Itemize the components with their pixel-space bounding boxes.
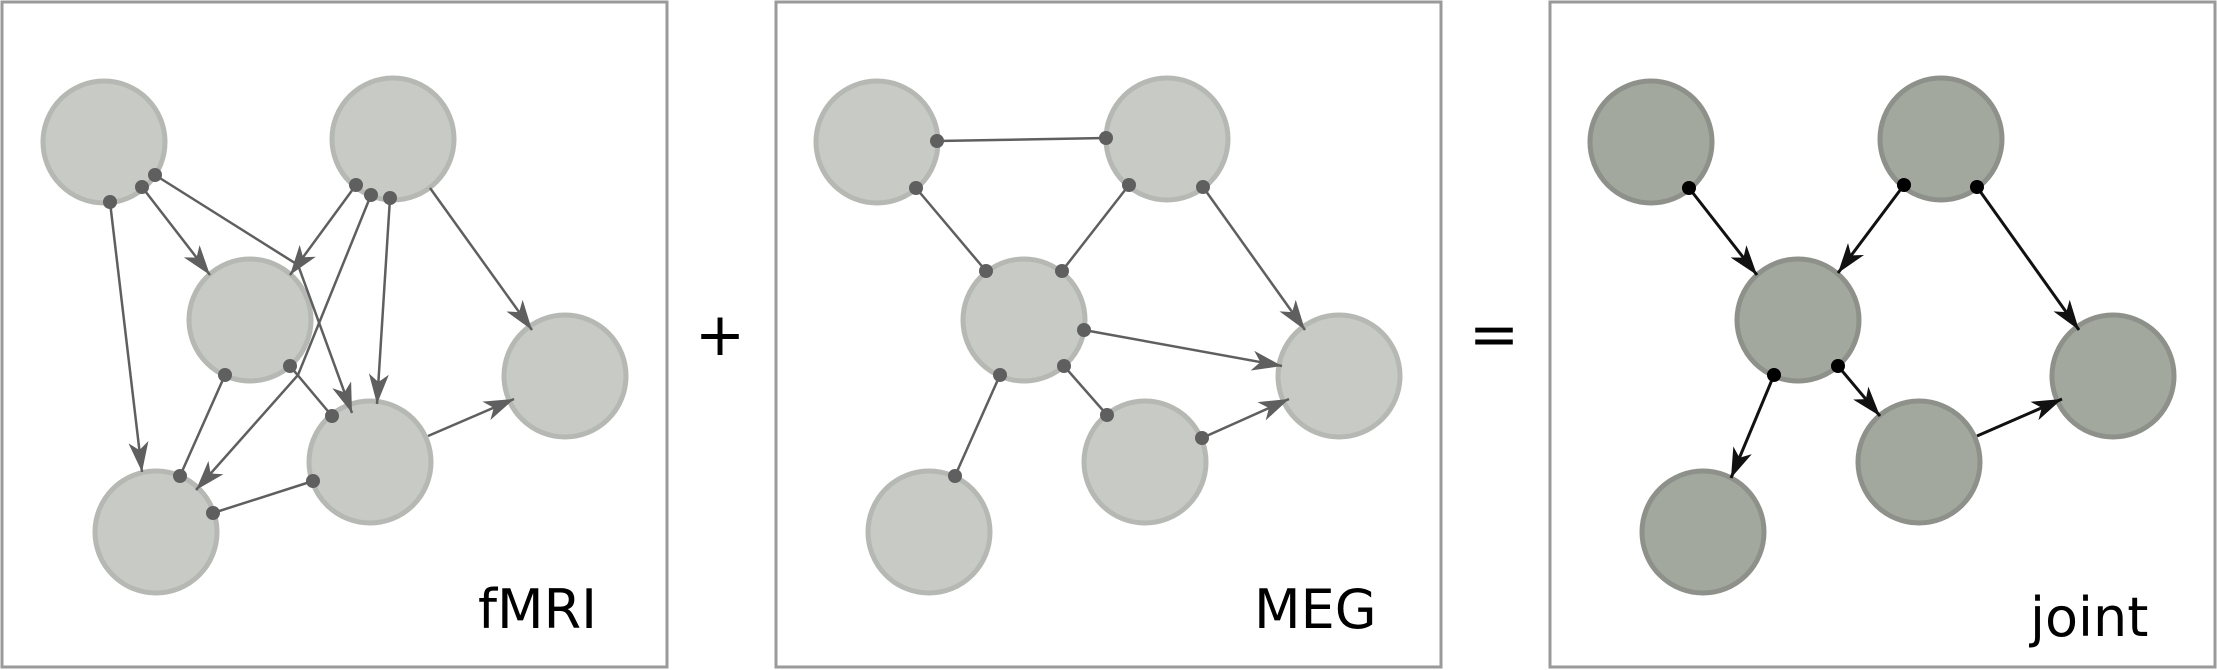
panel-meg: MEG [774,0,1443,669]
meg-dot [1055,264,1069,278]
meg-edge-3-4 [1083,328,1283,371]
fmri-node-6 [92,468,220,596]
meg-node-5 [1081,398,1209,526]
joint-edge-3-5 [1836,365,1882,417]
fmri-edge-1-3 [141,186,211,276]
fmri-node-3 [186,256,314,384]
equals-operator: = [1469,300,1519,370]
fmri-dot [383,191,397,205]
meg-dot [1195,431,1209,445]
meg-dot [1196,180,1210,194]
joint-edge-2-4 [1975,186,2081,331]
meg-node-4 [1275,312,1403,440]
panel-joint: joint [1548,0,2217,669]
joint-dot [1682,181,1696,195]
joint-edge-2-3 [1836,184,1906,274]
joint-edge-1-3 [1687,187,1759,276]
fmri-edge-3-6 [178,374,227,477]
meg-node-6 [865,468,993,596]
meg-edge-5-4 [1201,397,1290,440]
fmri-edge-6-5 [212,479,314,515]
meg-dot [1057,359,1071,373]
meg-edge-2-4 [1201,186,1307,331]
joint-edge-3-6 [1729,374,1776,479]
fmri-dot [306,474,320,488]
meg-edge-3-6 [953,374,1002,477]
joint-node-1 [1587,78,1715,206]
meg-dot [909,181,923,195]
joint-node-6 [1639,468,1767,596]
meg-dot [993,368,1007,382]
panel-fmri: fMRI [0,0,669,669]
fmri-dot [218,368,232,382]
joint-dot [1897,178,1911,192]
fmri-dot [103,195,117,209]
joint-node-2 [1877,75,2005,203]
fmri-dot [135,180,149,194]
meg-edge-2-3 [1061,184,1130,272]
meg-dot [930,134,944,148]
fmri-dot [173,469,187,483]
fmri-edge-1-6 [108,201,149,473]
meg-dot [1100,408,1114,422]
plus-operator: + [695,300,745,370]
meg-dot [1077,323,1091,337]
meg-edge-1-3 [915,187,987,272]
fmri-edge-endpoints [103,168,397,520]
fmri-dot [364,188,378,202]
joint-edge-5-4 [1976,397,2063,438]
fmri-dot [349,178,363,192]
panel-label-fmri: fMRI [478,578,597,641]
joint-node-4 [2049,312,2177,440]
fmri-dot [206,506,220,520]
fmri-edge-3-5 [289,365,333,417]
meg-dot [948,469,962,483]
fmri-dot [325,409,339,423]
fmri-dot [283,359,297,373]
fmri-node-4 [501,312,629,440]
meg-edge-3-5 [1063,365,1108,416]
joint-edge-endpoints [1682,178,1984,382]
joint-dot [1767,368,1781,382]
meg-dot [979,264,993,278]
meg-dot [1099,131,1113,145]
joint-dot [1970,180,1984,194]
fmri-edge-2-3 [288,184,358,276]
fmri-edge-5-4 [427,397,515,438]
panel-label-joint: joint [2029,586,2148,649]
joint-node-5 [1855,398,1983,526]
joint-dot [1831,359,1845,373]
meg-edge-1-2 [936,136,1107,143]
meg-edge-endpoints [909,131,1210,483]
joint-node-3 [1734,256,1862,384]
meg-node-3 [960,256,1088,384]
fmri-edge-2-5 [368,197,392,405]
fmri-edge-2-4 [428,187,534,331]
panel-label-meg: MEG [1254,578,1377,641]
meg-dot [1122,178,1136,192]
fmri-dot [148,168,162,182]
